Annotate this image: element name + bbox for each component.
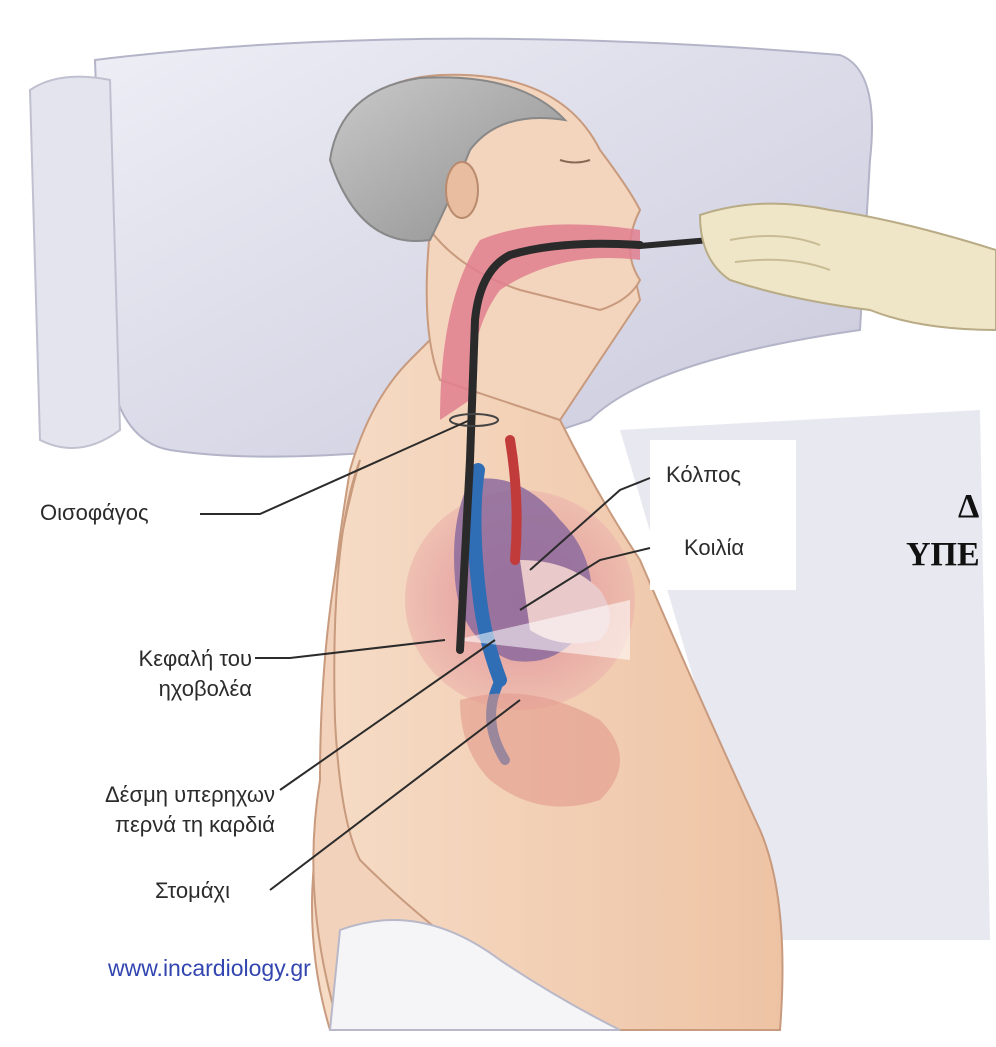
side-title-line1: Δ <box>958 488 979 526</box>
label-ventricle: Κοιλία <box>684 533 744 563</box>
label-esophagus: Οισοφάγος <box>40 498 149 528</box>
label-probe-head-line2: ηχοβολέα <box>70 674 252 704</box>
label-atrium: Κόλπος <box>666 460 741 490</box>
label-probe-head-line1: Κεφαλή του <box>70 644 252 674</box>
label-probe-head: Κεφαλή του ηχοβολέα <box>70 644 252 704</box>
label-ultrasound-beam: Δέσμη υπερηχων περνά τη καρδιά <box>10 780 275 840</box>
label-beam-line1: Δέσμη υπερηχων <box>10 780 275 810</box>
label-stomach: Στομάχι <box>155 876 230 906</box>
website-url: www.incardiology.gr <box>108 955 311 982</box>
side-title-line2: ΥΠΕ <box>906 536 980 574</box>
label-beam-line2: περνά τη καρδιά <box>10 810 275 840</box>
